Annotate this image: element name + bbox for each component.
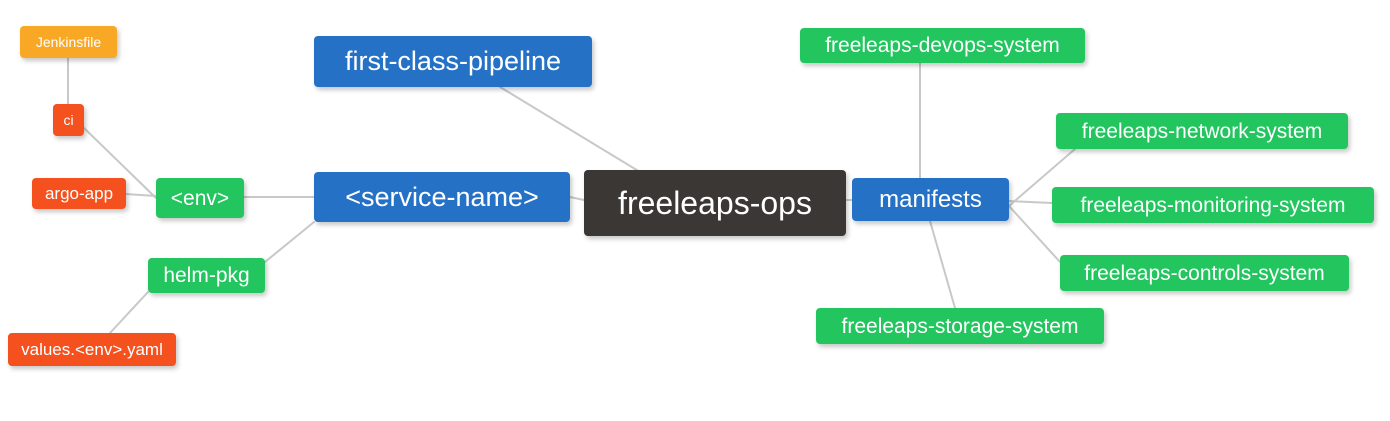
edge-service-name-to-helm-pkg bbox=[264, 221, 315, 263]
node-values-env-yaml[interactable]: values.<env>.yaml bbox=[8, 333, 176, 366]
node-service-name[interactable]: <service-name> bbox=[314, 172, 570, 222]
edge-manifests-to-freeleaps-storage-system bbox=[929, 220, 956, 309]
node-freeleaps-storage-system[interactable]: freeleaps-storage-system bbox=[816, 308, 1104, 344]
edge-manifests-to-freeleaps-monitoring-system bbox=[1008, 200, 1053, 204]
node-freeleaps-network-system[interactable]: freeleaps-network-system bbox=[1056, 113, 1348, 149]
node-freeleaps-devops-system[interactable]: freeleaps-devops-system bbox=[800, 28, 1085, 63]
node-jenkinsfile[interactable]: Jenkinsfile bbox=[20, 26, 117, 58]
node-argo-app[interactable]: argo-app bbox=[32, 178, 126, 209]
edge-helm-pkg-to-values-env-yaml bbox=[109, 291, 149, 334]
edge-service-name-to-freeleaps-ops bbox=[569, 196, 585, 201]
node-env[interactable]: <env> bbox=[156, 178, 244, 218]
node-freeleaps-ops[interactable]: freeleaps-ops bbox=[584, 170, 846, 236]
node-helm-pkg[interactable]: helm-pkg bbox=[148, 258, 265, 293]
node-freeleaps-controls-system[interactable]: freeleaps-controls-system bbox=[1060, 255, 1349, 291]
edge-first-class-pipeline-to-freeleaps-ops bbox=[499, 86, 641, 173]
node-manifests[interactable]: manifests bbox=[852, 178, 1009, 221]
edge-argo-app-to-env bbox=[125, 193, 157, 197]
node-first-class-pipeline[interactable]: first-class-pipeline bbox=[314, 36, 592, 87]
node-ci[interactable]: ci bbox=[53, 104, 84, 136]
node-freeleaps-monitoring-system[interactable]: freeleaps-monitoring-system bbox=[1052, 187, 1374, 223]
